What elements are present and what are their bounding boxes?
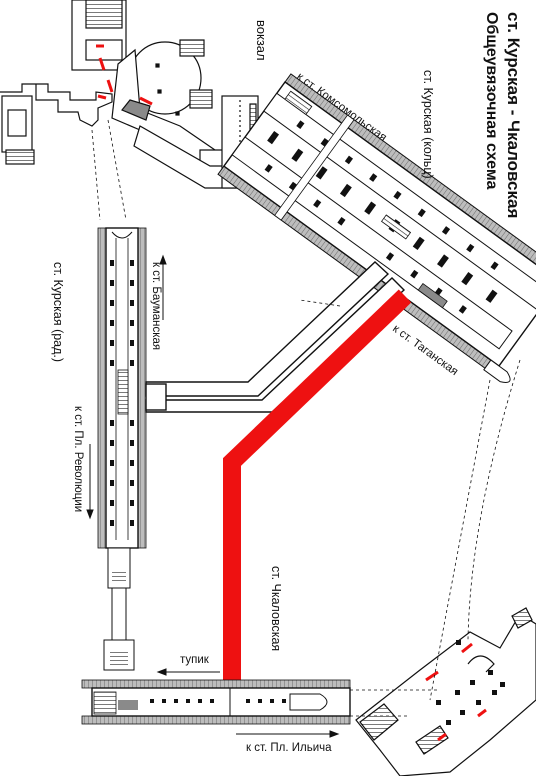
pl-ilyicha-arrow bbox=[236, 730, 340, 738]
diagram-subtitle: Общеувязочная схема bbox=[483, 12, 500, 189]
radial-station bbox=[97, 227, 147, 671]
direction-arrows-radial bbox=[86, 254, 167, 520]
to-pl-revolyutsii-label: к ст. Пл. Революции bbox=[72, 406, 84, 512]
vestibule-pillars bbox=[436, 640, 505, 725]
north-stairs bbox=[85, 0, 123, 29]
vestibule-red-markers bbox=[425, 642, 487, 742]
chkalovskaya-vestibule bbox=[355, 607, 536, 776]
railway-station-building bbox=[0, 0, 251, 189]
diagram-title: ст. Курская - Чкаловская bbox=[504, 12, 523, 218]
radial-station-label: ст. Курская (рад.) bbox=[51, 262, 65, 362]
west-stairs bbox=[5, 149, 35, 165]
chkalovskaya-station bbox=[81, 679, 351, 725]
to-baumanskaya-label: к ст. Бауманская bbox=[150, 262, 162, 350]
chkalovskaya-label: ст. Чкаловская bbox=[269, 566, 283, 651]
new-transfer-passage bbox=[223, 289, 412, 690]
dead-end-label: тупик bbox=[180, 654, 210, 666]
transfer-passage-white bbox=[145, 261, 406, 413]
ring-station bbox=[217, 73, 536, 383]
to-pl-ilyicha-label: к ст. Пл. Ильича bbox=[246, 742, 332, 754]
escalator-block bbox=[121, 99, 151, 121]
dead-end-arrow bbox=[156, 668, 220, 676]
highlight-path bbox=[223, 289, 412, 690]
railway-station-label: вокзал bbox=[254, 20, 269, 61]
ring-station-label: ст. Курская (кольц) bbox=[421, 70, 435, 179]
guide-lines bbox=[91, 119, 521, 717]
